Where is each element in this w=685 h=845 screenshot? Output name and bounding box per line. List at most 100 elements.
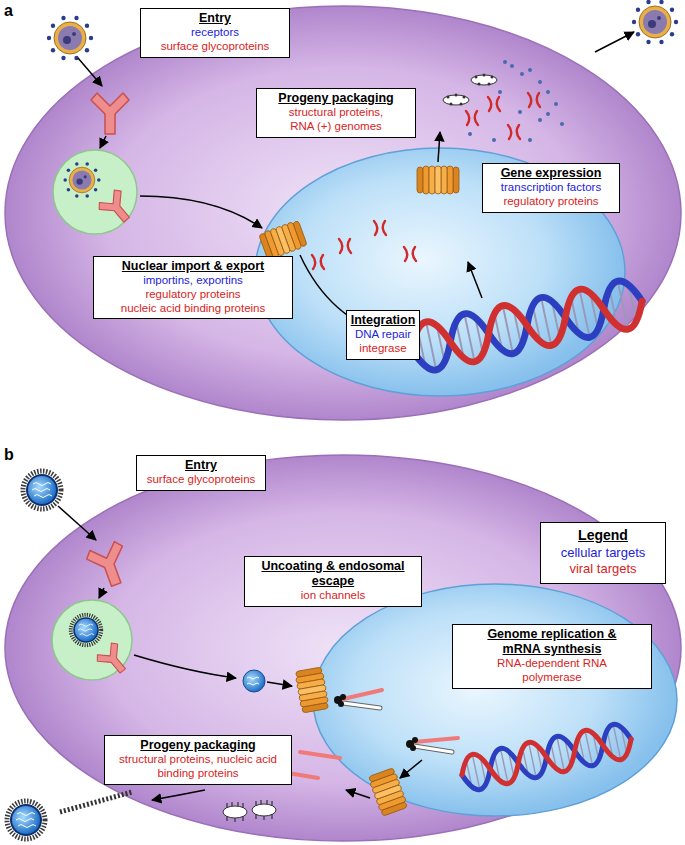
cell-b [5,455,681,841]
legend-swatch: cellular targets [545,545,661,561]
rna-symbol [508,125,520,139]
flow-arrow [78,32,634,336]
virus-particle [632,0,678,44]
legend-title: Legend [545,527,661,545]
flow-arrow [400,760,422,778]
rna-symbol [488,97,500,111]
virus-particle [47,16,93,60]
box-heading: Progeny packaging [275,91,397,106]
released-genome [243,670,265,692]
rna-symbol [466,111,478,125]
flow-arrow [99,588,104,598]
flow-arrow [100,136,106,148]
virus-particle [63,162,100,198]
capsid-assembly [223,802,247,822]
rna-strands [414,746,452,752]
box-heading: Gene expression [487,166,615,181]
virus-particle [23,471,61,509]
rna-strands [300,752,340,758]
protein-dots [468,132,472,136]
flow-arrow [346,790,370,798]
box-heading: Integration [349,313,417,328]
rna-strands [414,738,458,742]
protein-dots [468,60,564,142]
legend-box: Legendcellular targetsviral targets [540,522,666,584]
protein-dots [518,110,522,114]
target-item: integrase [349,342,417,356]
receptor-symbol [91,93,129,134]
protein-dots [538,118,542,122]
flow-arrow [152,790,205,800]
packaging-ring [471,74,497,86]
target-box: Progeny packagingstructural proteins, nu… [104,735,292,785]
rna-symbol [312,255,324,269]
box-heading: Entry [141,458,261,473]
target-item: structural proteins, RNA (+) genomes [275,106,397,134]
target-box: Genome replication & mRNA synthesisRNA-d… [452,624,652,689]
receptor-symbol [96,187,138,229]
released-genome [247,677,259,685]
packaging-ring [443,94,469,106]
protein-dots [520,72,524,76]
legend-swatch: viral targets [545,561,661,577]
protein-dots [492,138,496,142]
receptor-symbol [94,640,133,679]
target-item: RNA-dependent RNA polymerase [477,657,627,685]
polymerase-blob [412,737,418,743]
box-heading: Progeny packaging [117,738,279,753]
dna-helix [458,721,635,792]
protein-dots [546,112,550,116]
box-heading: Genome replication & mRNA synthesis [477,627,627,657]
flow-arrow [595,32,634,52]
protein-dots [510,64,514,68]
target-item: regulatory proteins [487,195,615,209]
protein-dots [528,138,532,142]
target-item: structural proteins, nucleic acid bindin… [117,753,279,781]
nuclear-pore [295,667,330,713]
cell-a [5,6,681,420]
target-item: surface glycoproteins [141,473,261,487]
target-box: Uncoating & endosomal escapeion channels [244,556,422,607]
flow-arrow [58,506,422,800]
polymerase-blob [410,745,416,751]
protein-dots [538,80,542,84]
flow-arrow [134,655,236,678]
box-heading: Entry [145,11,285,26]
flow-arrow [78,58,102,86]
target-item: DNA repair [349,328,417,342]
polymerase-blob [338,701,344,707]
rna-strands [343,703,380,708]
target-item: transcription factors [487,181,615,195]
virus-particle [71,615,101,645]
target-box: Nuclear import & exportimportins, export… [93,256,293,319]
box-heading: Uncoating & endosomal escape [257,559,409,589]
nuclear-pore [258,220,307,261]
flow-arrow [267,682,292,686]
dna-helix [407,277,647,374]
protein-dots [554,102,558,106]
protein-dots [528,68,532,72]
rna-symbol [528,93,540,107]
target-box: Entrysurface glycoproteins [136,455,266,491]
target-item: importins, exportins [98,274,288,288]
legend-text: cellular targets [561,545,646,560]
endosome [52,600,132,680]
virus-particle [7,801,45,839]
rna-strands [414,746,452,752]
capsid-assembly [252,800,276,820]
target-box: Gene expressiontranscription factorsregu… [482,163,620,213]
protein-dots [503,60,507,64]
endosome [53,150,137,234]
target-box: IntegrationDNA repairintegrase [346,310,420,360]
nucleus-a [255,148,625,396]
legend-text: viral targets [569,561,636,576]
released-genome [243,670,265,692]
protein-dots [546,90,550,94]
target-item: surface glycoproteins [145,40,285,54]
nuclear-pore [417,166,459,194]
budding-envelope [60,792,132,812]
protein-dots [560,122,564,126]
receptor-symbol [84,540,134,592]
target-item: nucleic acid binding proteins [98,302,288,316]
